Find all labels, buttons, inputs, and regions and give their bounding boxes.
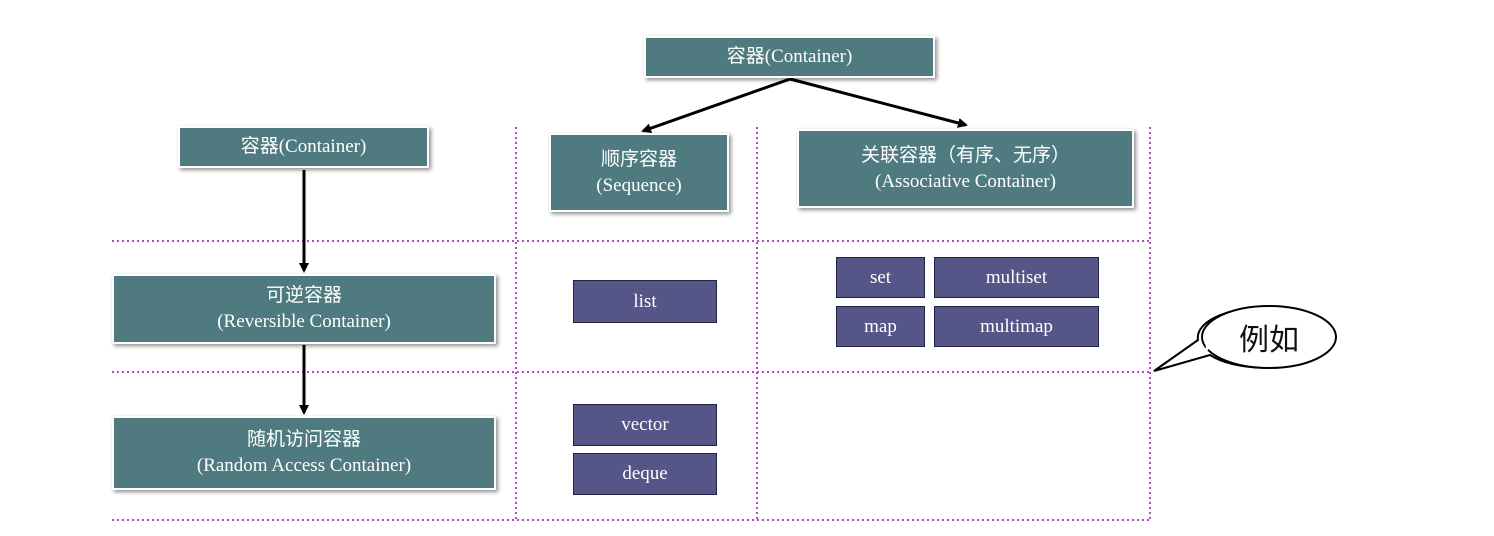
reversible-container-box: 可逆容器 (Reversible Container) <box>112 274 496 344</box>
example-multimap: multimap <box>934 306 1099 347</box>
random-access-label-cn: 随机访问容器 <box>246 429 361 451</box>
example-vector-label: vector <box>621 414 669 435</box>
example-map: map <box>836 306 925 347</box>
callout-tail-cover <box>1205 335 1213 352</box>
sequence-label-cn: 顺序容器 <box>600 148 677 170</box>
example-multimap-label: multimap <box>980 315 1053 337</box>
associative-label-en: (Associative Container) <box>875 170 1056 192</box>
example-deque: deque <box>573 453 717 495</box>
arrow-to-associative <box>789 77 968 128</box>
container-left-label: 容器(Container) <box>240 136 367 158</box>
callout-bubble-body <box>1201 305 1337 369</box>
example-map-label: map <box>864 315 897 337</box>
callout-label: 例如 <box>1204 307 1334 367</box>
random-access-label-en: (Random Access Container) <box>196 455 412 476</box>
example-set: set <box>836 257 925 298</box>
container-top-box: 容器(Container) <box>644 36 935 78</box>
container-top-label: 容器(Container) <box>726 46 853 68</box>
example-multiset: multiset <box>934 257 1099 298</box>
example-multiset-label: multiset <box>985 266 1048 288</box>
example-vector: vector <box>573 404 717 446</box>
example-list-label: list <box>633 290 657 312</box>
example-set-label: set <box>869 266 892 288</box>
sequence-label-en: (Sequence) <box>596 174 682 196</box>
reversible-label-en: (Reversible Container) <box>217 311 391 332</box>
associative-container-box: 关联容器（有序、无序） (Associative Container) <box>797 129 1134 208</box>
associative-label-cn: 关联容器（有序、无序） <box>860 144 1070 166</box>
callout-text: 例如 <box>1239 323 1299 358</box>
reversible-label-cn: 可逆容器 <box>265 285 342 307</box>
random-access-container-box: 随机访问容器 (Random Access Container) <box>112 416 496 490</box>
example-deque-label: deque <box>622 463 668 484</box>
arrow-to-sequence <box>641 77 791 134</box>
sequence-container-box: 顺序容器 (Sequence) <box>549 133 729 212</box>
example-list: list <box>573 280 717 323</box>
container-left-box: 容器(Container) <box>178 126 429 168</box>
